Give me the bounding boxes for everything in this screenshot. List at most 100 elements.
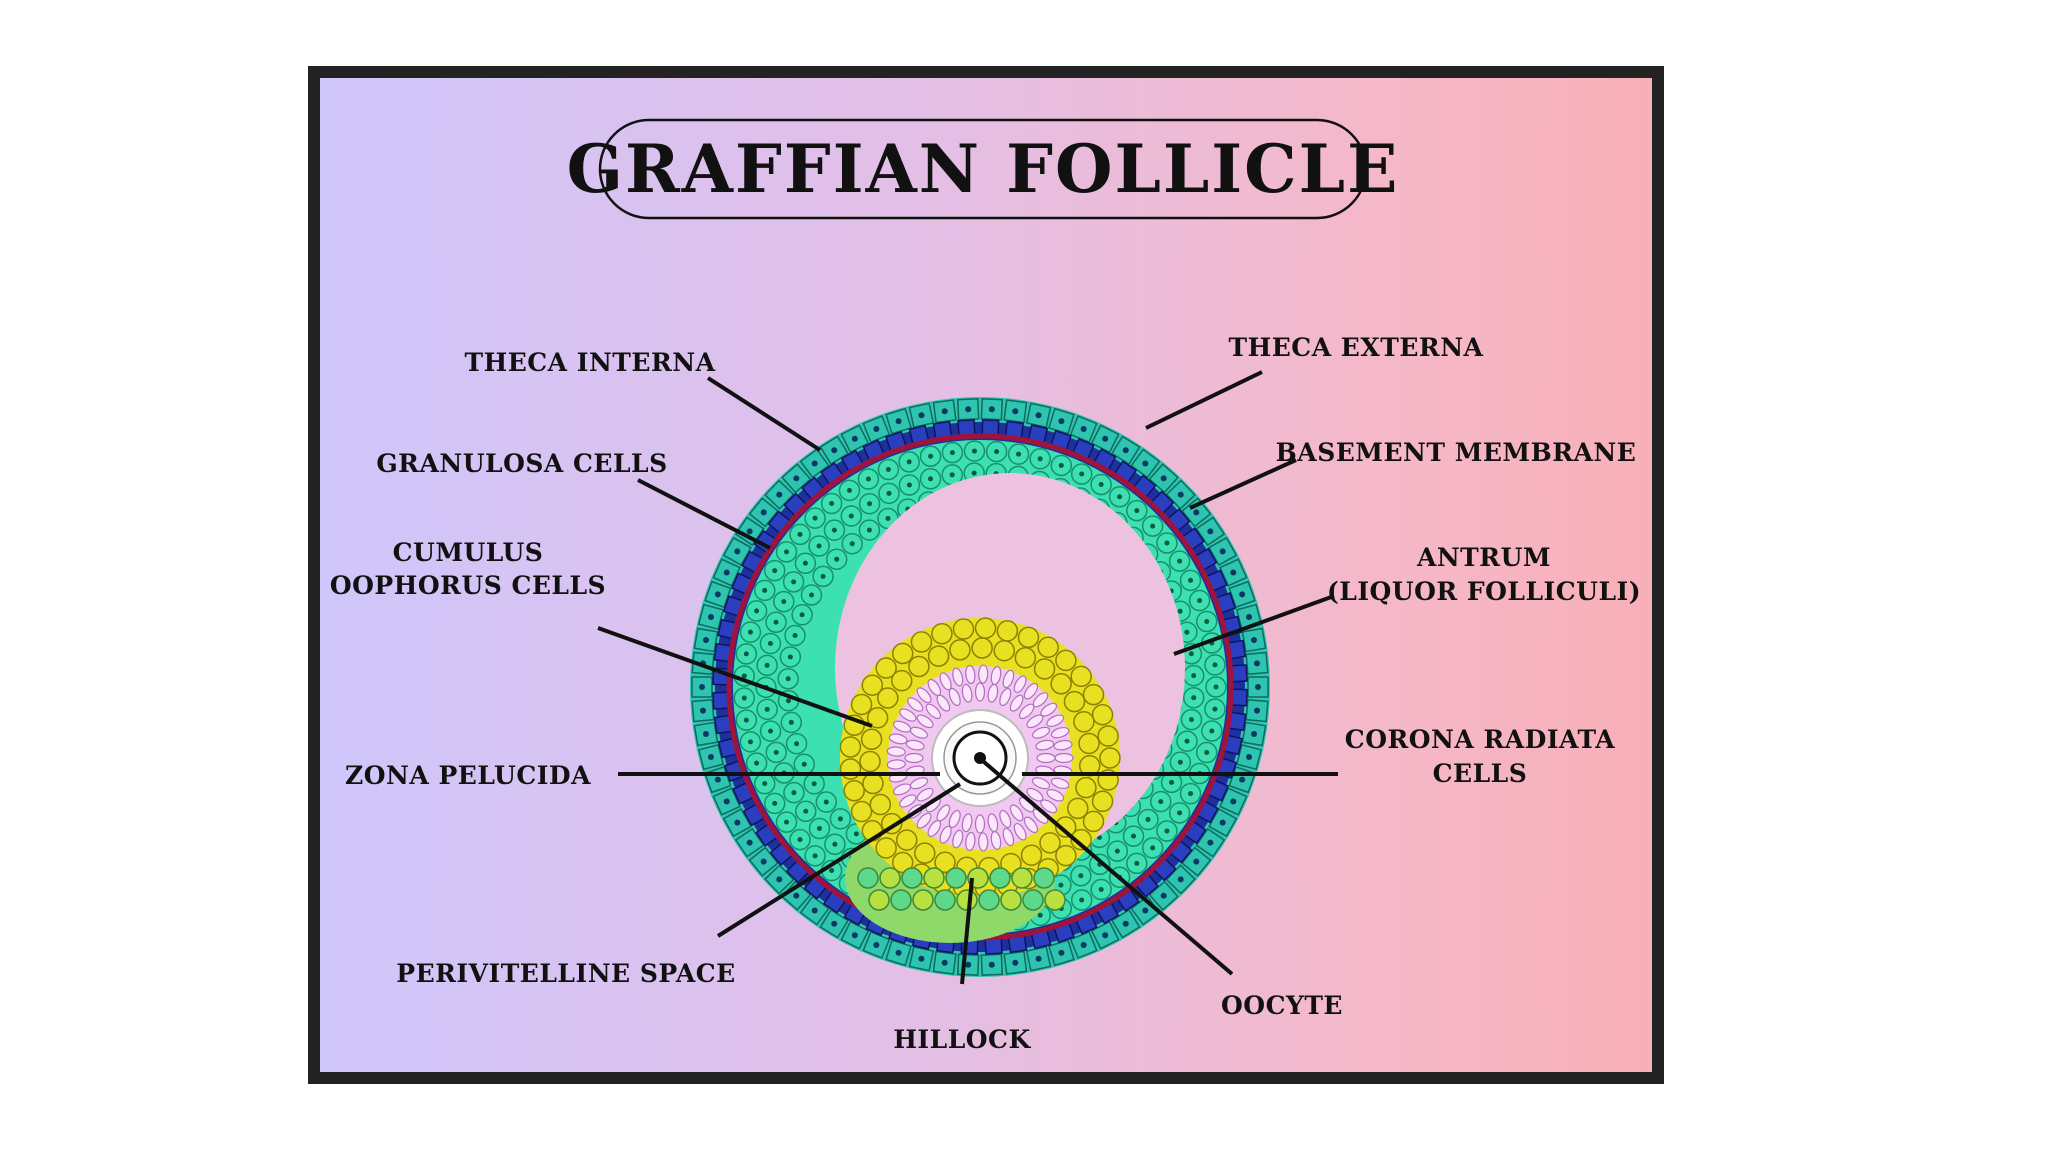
leader-theca-externa [1145,370,1263,430]
cell-nucleus [1177,876,1184,883]
cumulus-cell [1073,711,1095,733]
hillock-cell [923,867,945,889]
label-corona-line2: CELLS [1433,759,1528,788]
cell-nucleus [873,426,880,433]
cumulus-cell [934,851,956,874]
label-zona-pelucida: ZONA PELUCIDA [345,761,591,790]
corona-radiata-cell [965,831,976,852]
cell-nucleus [801,761,807,767]
cumulus-cell [910,631,933,653]
cell-nucleus [773,749,779,755]
cumulus-cell [993,639,1015,662]
cell-nucleus [823,799,829,805]
cell-nucleus [994,449,1000,455]
cell-nucleus [1164,540,1170,546]
cell-nucleus [1098,887,1104,893]
hillock-cell [868,889,890,911]
cell-nucleus [831,447,838,454]
cell-nucleus [714,776,721,783]
cumulus-cell [1070,828,1092,851]
corona-radiata-cell [1054,752,1074,764]
cell-nucleus [808,592,814,598]
cell-nucleus [794,741,800,747]
theca-externa-cells [691,398,1269,976]
cell-nucleus [971,448,977,454]
cell-nucleus [1035,955,1042,962]
hillock-cell [912,889,934,911]
cumulus-cell [891,851,914,874]
corona-radiata-cell [936,804,951,822]
corona-radiata-cell [1050,777,1070,790]
cell-nucleus [1102,932,1109,939]
diagram-title: GRAFFIAN FOLLICLE [567,130,1400,208]
cell-nucleus [1177,558,1183,564]
cumulus-cell [1082,683,1105,706]
cell-nucleus [820,573,826,579]
cell-nucleus [1193,509,1200,516]
corona-radiata-cell [1023,816,1039,834]
corona-radiata-cell [1031,726,1051,739]
cumulus-cell [974,617,997,639]
cell-nucleus [873,941,880,948]
cell-nucleus [928,476,934,482]
cell-nucleus [1037,456,1043,462]
cell-nucleus [1219,548,1226,555]
cell-nucleus [803,808,809,814]
cumulus-cell [1020,844,1043,866]
cumulus-cell [1091,703,1114,726]
cell-nucleus [1169,779,1175,785]
hillock-cell [1011,867,1033,889]
corona-radiata-cell [961,813,973,833]
cell-nucleus [1142,907,1149,914]
corona-radiata-cell [978,664,989,684]
cell-nucleus [1189,717,1194,723]
cell-nucleus [906,459,912,465]
cell-nucleus [928,453,934,459]
corona-radiata-cell [1026,787,1044,802]
cell-nucleus [1058,462,1064,468]
cell-nucleus [1150,523,1156,529]
cell-nucleus [784,549,790,555]
cell-nucleus [812,853,818,859]
corona-radiata-cell [1046,788,1065,802]
corona-radiata-cell [899,794,917,808]
cumulus-cell [908,655,930,678]
corona-radiata-cell [961,683,973,703]
cumulus-cell [1017,626,1040,649]
corona-radiata-cell [974,814,986,834]
cell-nucleus [1239,591,1246,598]
cumulus-cell [1039,832,1061,854]
corona-radiata-cell [939,672,952,691]
cell-nucleus [1191,695,1197,701]
cell-nucleus [707,754,714,761]
cell-nucleus [799,612,805,618]
corona-radiata-cell [952,667,964,687]
cell-nucleus [1117,494,1123,500]
cumulus-cell [1055,844,1077,867]
cumulus-cell [866,707,889,729]
leader-lines [597,370,1338,985]
cumulus-cell [843,780,865,802]
leader-granulosa [637,478,771,550]
cell-nucleus [1246,613,1253,620]
leader-cumulus [597,626,873,728]
cell-nucleus [1188,577,1194,583]
label-basement-membrane: BASEMENT MEMBRANE [1276,438,1637,467]
cell-nucleus [1016,451,1022,457]
follicle-diagram: GRAFFIAN FOLLICLE [330,118,1641,1054]
cumulus-cell [877,687,899,709]
cumulus-cell [971,637,993,659]
cell-nucleus [802,560,808,566]
cell-nucleus [1160,892,1167,899]
corona-radiata-cell [907,697,924,712]
cell-nucleus [781,599,787,605]
cell-nucleus [762,587,768,593]
corona-radiata-cell [916,714,934,729]
cell-nucleus [811,460,818,467]
cell-nucleus [1158,799,1164,805]
cell-nucleus [791,579,797,585]
cell-nucleus [831,920,838,927]
cell-nucleus [965,406,972,413]
diagram-frame: GRAFFIAN FOLLICLE [308,66,1664,1084]
cell-nucleus [1130,833,1136,839]
